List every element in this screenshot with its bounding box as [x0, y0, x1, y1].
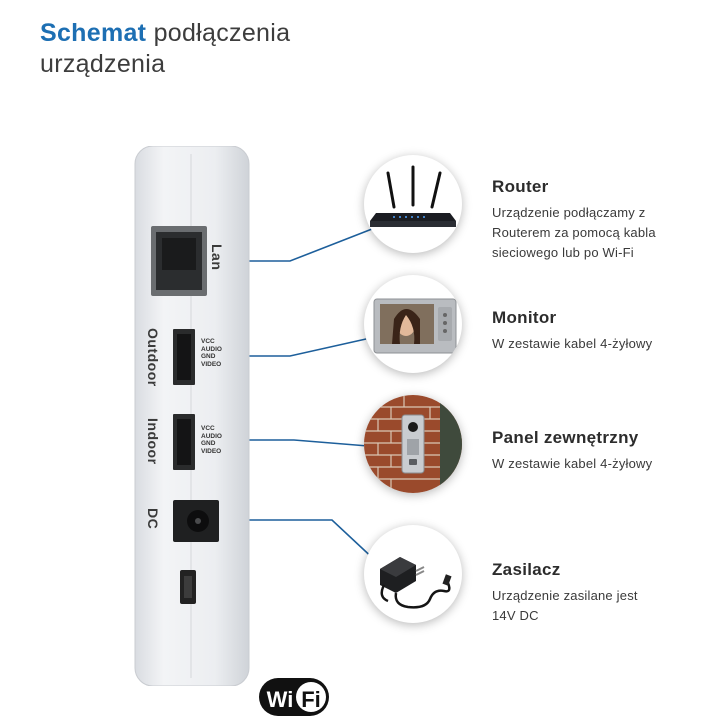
- svg-text:Fi: Fi: [301, 687, 321, 712]
- wifi-logo-icon: Wi Fi: [259, 678, 329, 716]
- port-label-lan: Lan: [209, 244, 225, 271]
- pin-label: AUDIO: [201, 432, 222, 440]
- panel-title: Panel zewnętrzny: [492, 428, 639, 447]
- monitor-description: W zestawie kabel 4-żyłowy: [492, 334, 712, 354]
- title-rest: podłączenia: [153, 19, 291, 47]
- router-description: Urządzenie podłączamy z Routerem za pomo…: [492, 203, 712, 263]
- monitor-title: Monitor: [492, 308, 557, 327]
- desc-line: W zestawie kabel 4-żyłowy: [492, 456, 653, 471]
- page-title: Schemat podłączenia urządzenia: [40, 18, 290, 80]
- router-thumbnail: [364, 155, 462, 253]
- router-title: Router: [492, 177, 549, 196]
- desc-line: 14V DC: [492, 608, 539, 623]
- panel-description: W zestawie kabel 4-żyłowy: [492, 454, 712, 474]
- pin-label: VCC: [201, 425, 215, 432]
- door-panel-icon: [364, 395, 462, 493]
- title-line2: urządzenia: [40, 50, 166, 78]
- indoor-pin-list: VCC AUDIO GND VIDEO: [201, 425, 222, 455]
- desc-line: Urządzenie podłączamy z: [492, 205, 646, 220]
- device-body-icon: [134, 146, 250, 686]
- svg-text:Wi: Wi: [267, 687, 294, 712]
- monitor-thumbnail: [364, 275, 462, 373]
- router-icon: [370, 165, 456, 227]
- title-accent: Schemat: [40, 19, 147, 47]
- power-adapter-thumbnail: [364, 525, 462, 623]
- power-adapter-icon: [380, 557, 452, 609]
- port-label-outdoor: Outdoor: [145, 328, 161, 387]
- desc-line: sieciowego lub po Wi-Fi: [492, 245, 634, 260]
- pin-label: VIDEO: [201, 360, 222, 368]
- zasilacz-title: Zasilacz: [492, 560, 561, 579]
- door-panel-thumbnail: [364, 395, 462, 493]
- desc-line: Routerem za pomocą kabla: [492, 225, 656, 240]
- pin-label: AUDIO: [201, 345, 222, 353]
- pin-label: VIDEO: [201, 447, 222, 455]
- port-label-indoor: Indoor: [145, 418, 161, 465]
- device-side-view: Lan Outdoor Indoor DC VCC AUDIO GND VIDE…: [133, 146, 251, 686]
- monitor-icon: [373, 298, 457, 354]
- pin-label: GND: [201, 353, 216, 360]
- outdoor-pin-list: VCC AUDIO GND VIDEO: [201, 338, 222, 368]
- zasilacz-description: Urządzenie zasilane jest 14V DC: [492, 586, 712, 626]
- desc-line: Urządzenie zasilane jest: [492, 588, 638, 603]
- port-label-dc: DC: [145, 508, 161, 530]
- pin-label: GND: [201, 440, 216, 447]
- pin-label: VCC: [201, 338, 215, 345]
- desc-line: W zestawie kabel 4-żyłowy: [492, 336, 653, 351]
